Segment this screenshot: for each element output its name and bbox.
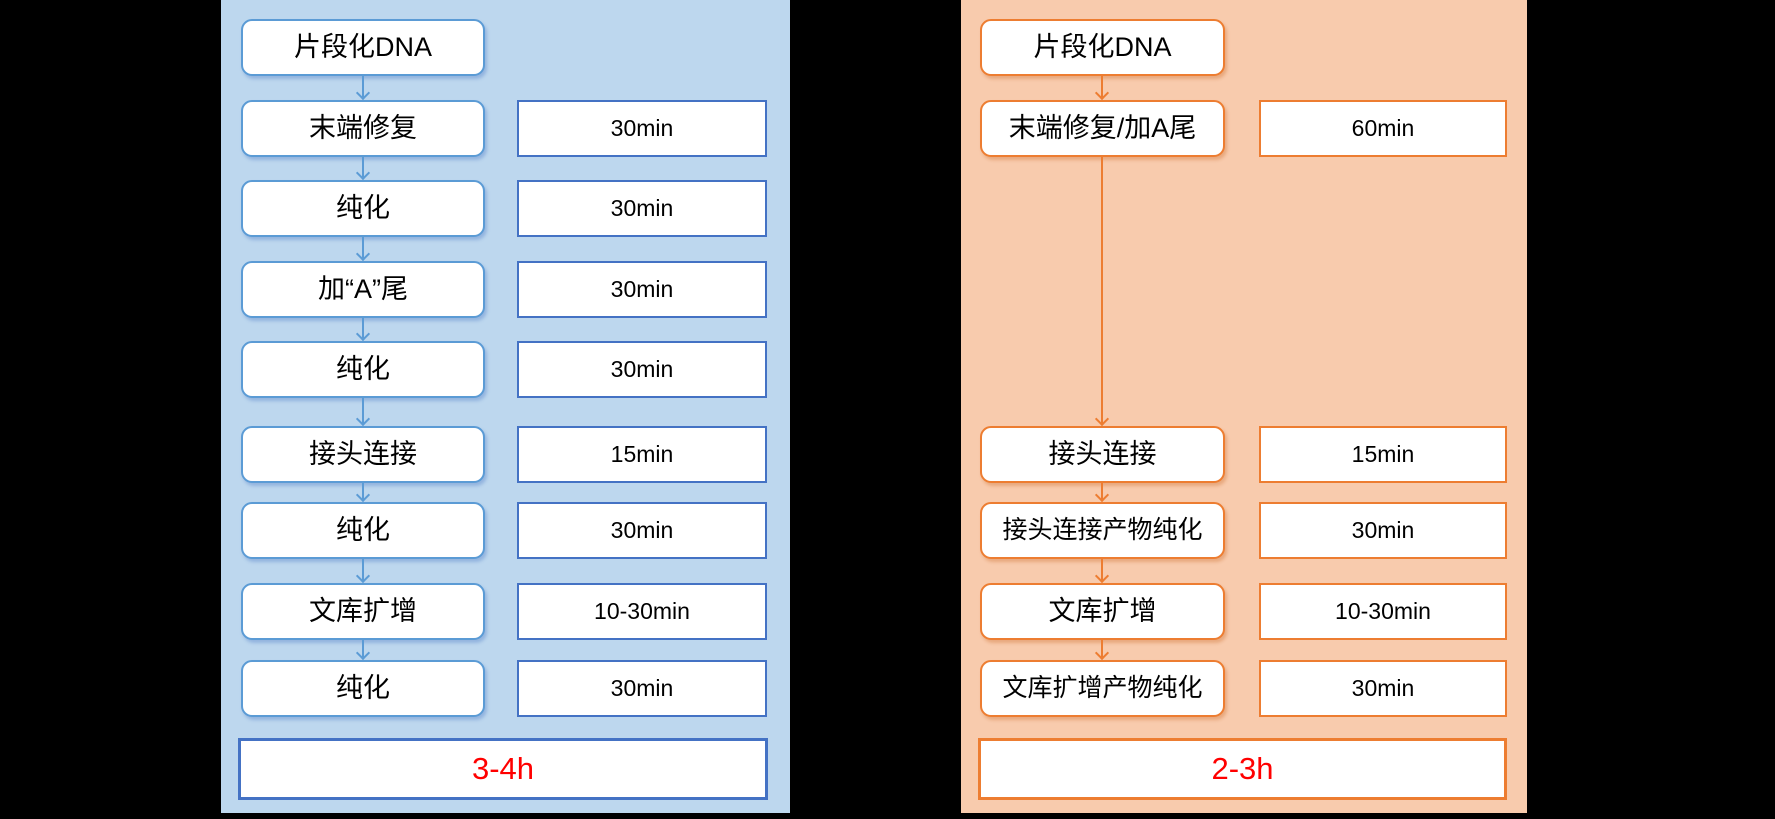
flow-step-library-amplification: 文库扩增	[980, 583, 1225, 640]
flow-step-library-amplification: 文库扩增	[241, 583, 485, 640]
arrow-down-icon	[1095, 76, 1109, 100]
time-box: 60min	[1259, 100, 1507, 157]
arrow-down-icon	[356, 237, 370, 261]
flow-step-purify-2: 纯化	[241, 341, 485, 398]
flow-step-a-tailing: 加“A”尾	[241, 261, 485, 318]
flow-step-adapter-ligation: 接头连接	[980, 426, 1225, 483]
time-box: 15min	[517, 426, 767, 483]
flow-step-adapter-ligation: 接头连接	[241, 426, 485, 483]
arrow-down-icon	[1095, 640, 1109, 660]
time-box: 30min	[517, 261, 767, 318]
time-box: 10-30min	[517, 583, 767, 640]
standard-workflow-panel: 片段化DNA 末端修复 纯化 加“A”尾 纯化 接头连接 纯化 文库扩增 纯化 …	[221, 0, 790, 813]
time-box: 30min	[517, 660, 767, 717]
flow-step-purify-3: 纯化	[241, 502, 485, 559]
flow-step-purify-4: 纯化	[241, 660, 485, 717]
flow-step-ligation-product-purify: 接头连接产物纯化	[980, 502, 1225, 559]
arrow-down-icon	[356, 318, 370, 341]
arrow-down-icon	[1095, 483, 1109, 502]
time-box: 15min	[1259, 426, 1507, 483]
arrow-down-icon	[356, 483, 370, 502]
total-time-box: 3-4h	[238, 738, 768, 800]
flow-step-end-repair-a-tailing: 末端修复/加A尾	[980, 100, 1225, 157]
time-box: 30min	[1259, 502, 1507, 559]
time-box: 30min	[517, 502, 767, 559]
time-box: 30min	[517, 341, 767, 398]
flow-step-fragmented-dna: 片段化DNA	[241, 19, 485, 76]
time-box: 30min	[517, 180, 767, 237]
arrow-down-icon	[1095, 559, 1109, 583]
total-time-box: 2-3h	[978, 738, 1507, 800]
arrow-down-icon	[356, 640, 370, 660]
time-box: 30min	[517, 100, 767, 157]
arrow-down-icon	[356, 157, 370, 180]
flow-step-amplification-product-purify: 文库扩增产物纯化	[980, 660, 1225, 717]
arrow-down-icon	[356, 559, 370, 583]
arrow-down-icon	[356, 398, 370, 426]
time-box: 10-30min	[1259, 583, 1507, 640]
time-box: 30min	[1259, 660, 1507, 717]
flow-step-fragmented-dna: 片段化DNA	[980, 19, 1225, 76]
fast-workflow-panel: 片段化DNA 末端修复/加A尾 接头连接 接头连接产物纯化 文库扩增 文库扩增产…	[961, 0, 1527, 813]
flow-step-end-repair: 末端修复	[241, 100, 485, 157]
flow-step-purify-1: 纯化	[241, 180, 485, 237]
arrow-down-icon	[356, 76, 370, 100]
arrow-down-long-icon	[1095, 157, 1109, 426]
